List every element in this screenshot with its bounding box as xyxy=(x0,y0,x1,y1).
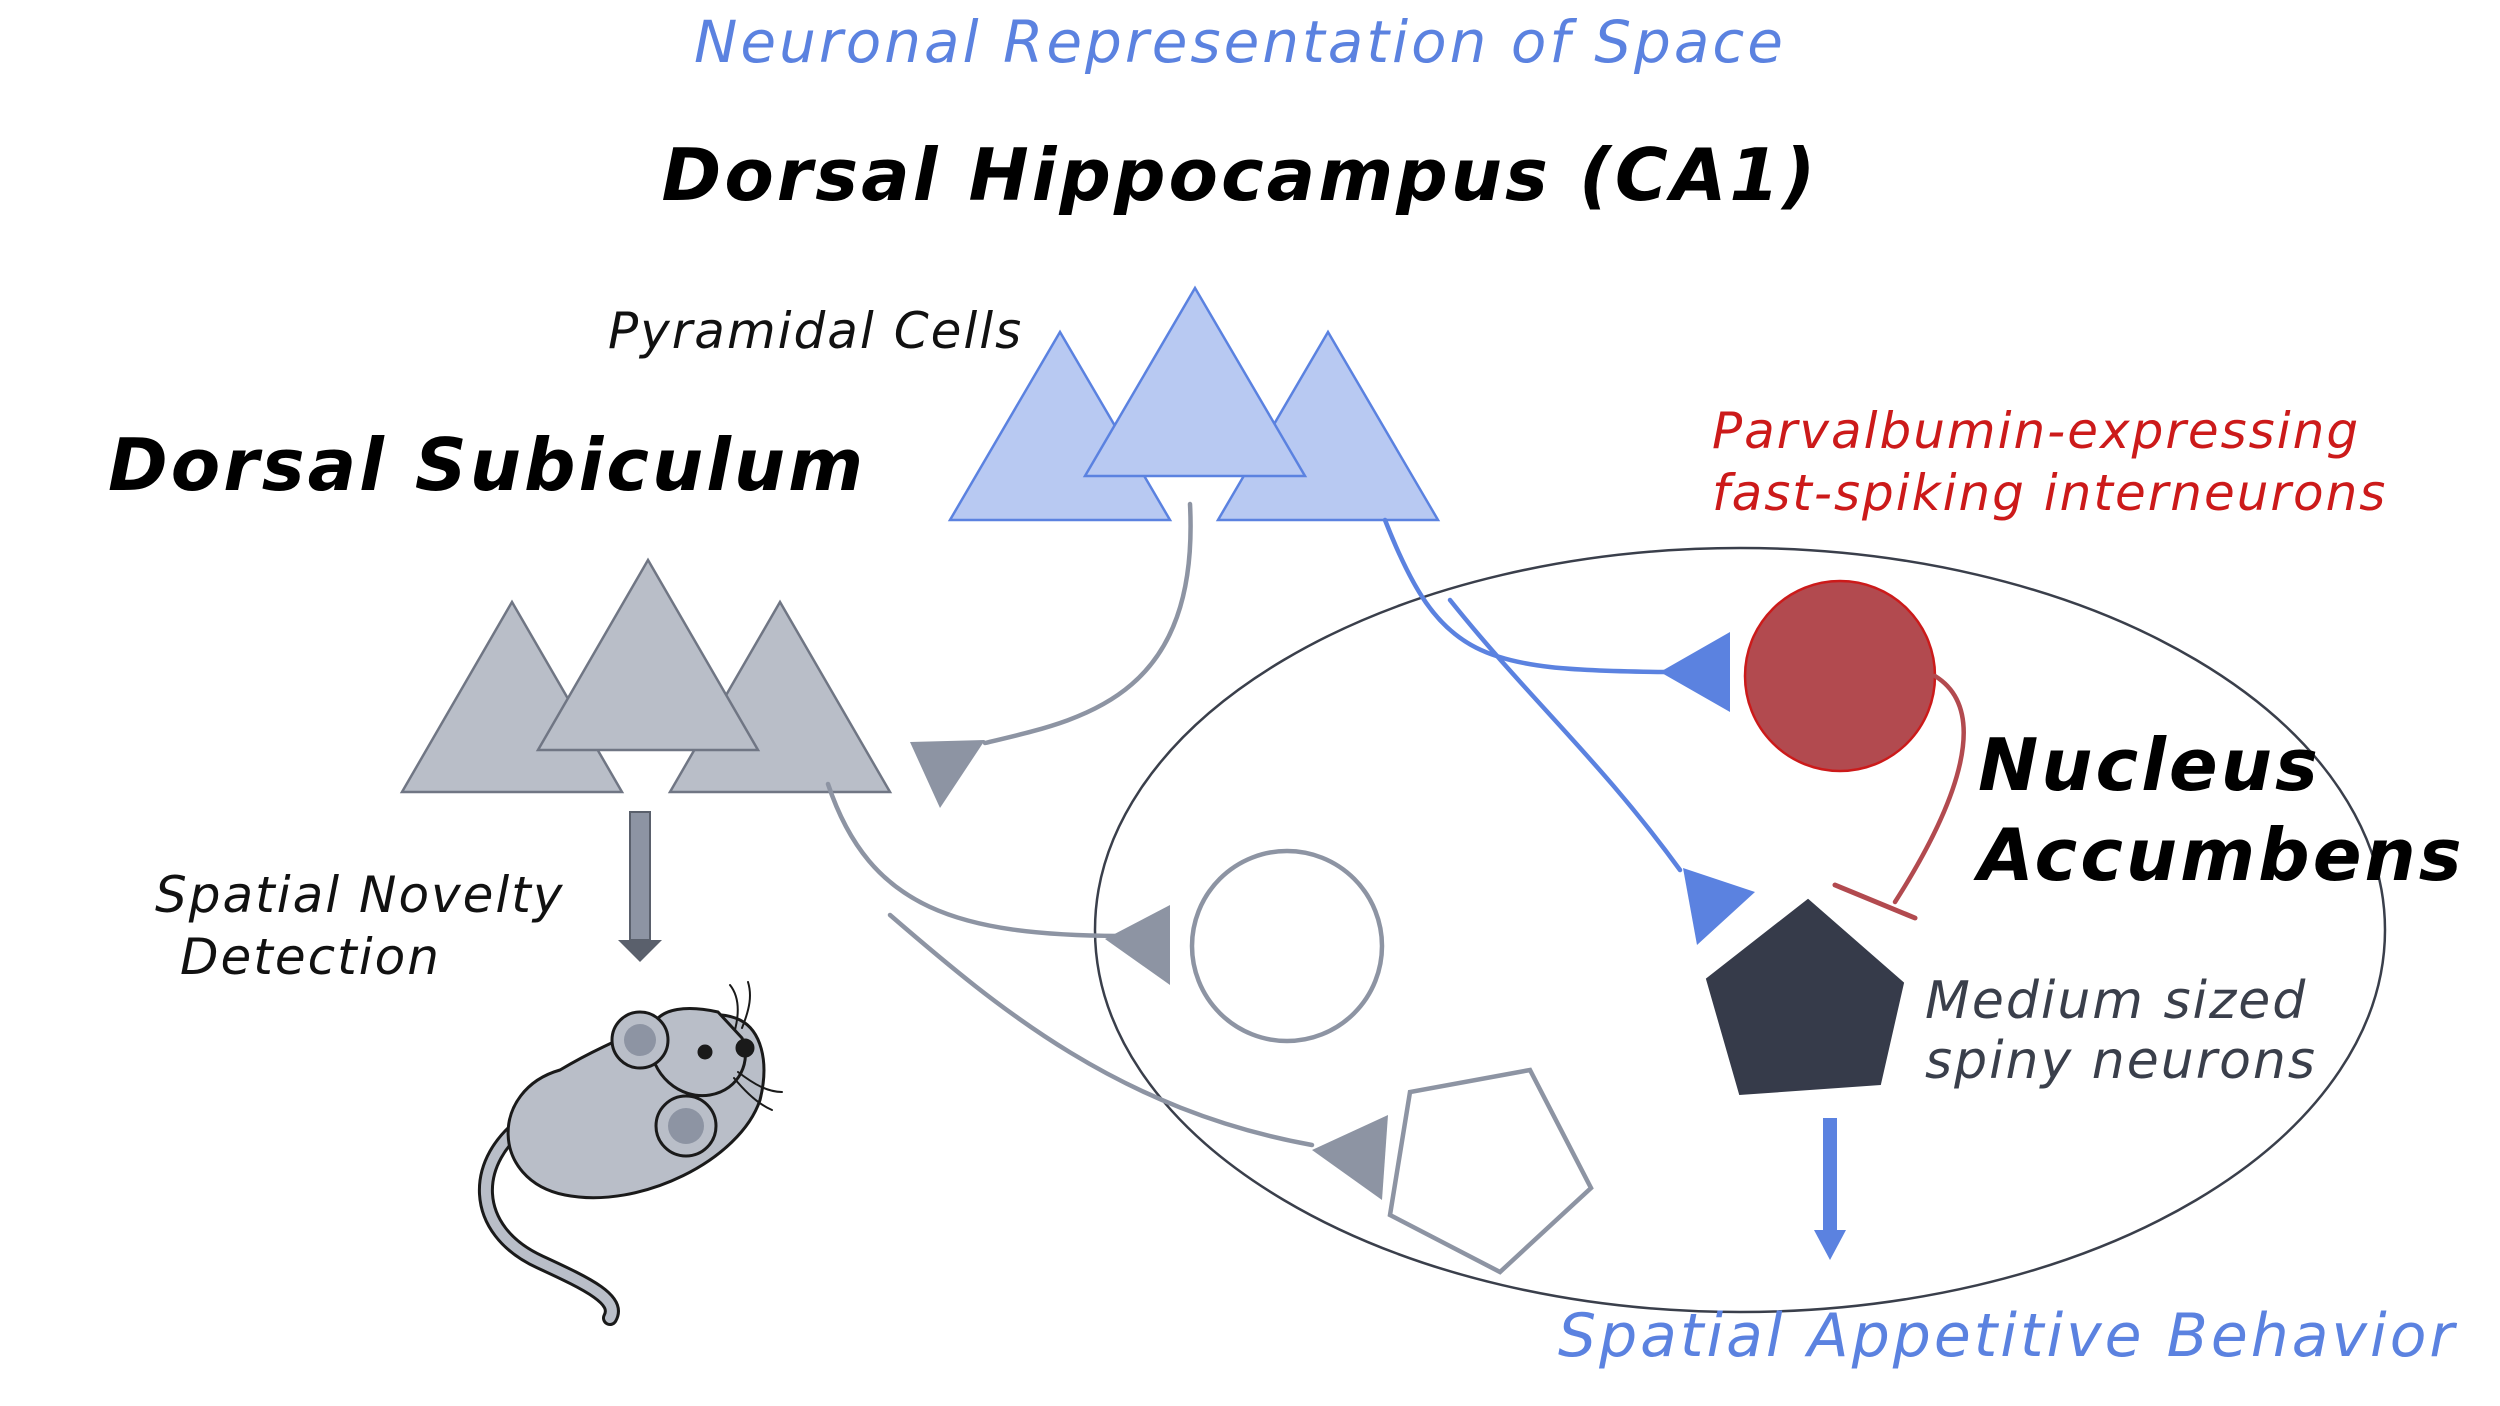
subiculum-synapse-terminal xyxy=(910,740,985,808)
novelty-label-line1: Spatial Novelty xyxy=(155,866,564,924)
mouse-ear-back-inner xyxy=(624,1024,656,1056)
mouse-whisker-4 xyxy=(733,1077,773,1111)
msn-label-line1: Medium sized xyxy=(1925,971,2307,1031)
behavior-arrow-shaft xyxy=(1823,1118,1837,1230)
diagram-title: Neuronal Representation of Space xyxy=(694,8,1786,76)
mouse-nose xyxy=(735,1038,755,1058)
behavior-arrow-head xyxy=(1814,1230,1846,1260)
pv-label-line2: fast-spiking interneurons xyxy=(1712,464,2387,522)
msn-label-line2: spiny neurons xyxy=(1925,1031,2317,1091)
msn-synapse-terminal xyxy=(1683,868,1755,945)
appetitive-behavior-label: Spatial Appetitive Behavior xyxy=(1558,1301,2457,1371)
subiculum-to-pentagon-neuron-axon xyxy=(887,912,1315,1148)
pv-synapse-terminal xyxy=(1660,632,1730,712)
mouse-ear-front-inner xyxy=(668,1108,704,1144)
mouse-whiskers xyxy=(729,981,783,1111)
medium-spiny-neuron xyxy=(1705,898,1905,1096)
accumbens-heading-line2: Accumbens xyxy=(1973,813,2465,897)
nucleus-accumbens-region xyxy=(1093,546,2387,1314)
pyramidal-cells-label: Pyramidal Cells xyxy=(608,302,1023,360)
mouse-whisker-1 xyxy=(729,984,739,1031)
blue-synapse-terminals xyxy=(1660,632,1755,945)
mouse-icon xyxy=(477,981,783,1326)
novelty-arrow-shaft xyxy=(629,811,651,941)
mouse-tail-fill xyxy=(480,1115,617,1323)
hippocampus-pyramidal-cells xyxy=(947,285,1441,522)
mouse-whisker-3 xyxy=(737,1071,783,1093)
hippocampus-to-msn-axon xyxy=(1447,597,1683,873)
novelty-arrow-head xyxy=(618,940,662,962)
inhibitory-synapse-bar xyxy=(1832,882,1918,921)
pv-interneuron xyxy=(1743,579,1937,773)
accumbens-heading-line1: Nucleus xyxy=(1978,723,2321,807)
subiculum-heading: Dorsal Subiculum xyxy=(108,423,866,507)
accumbens-pentagon-neuron xyxy=(1387,1067,1594,1275)
gray-projections xyxy=(825,501,1315,1148)
gray-synapse-terminals xyxy=(910,740,1388,1200)
subiculum-to-circle-neuron-axon xyxy=(825,781,1123,939)
pentagon-neuron-synapse-terminal xyxy=(1312,1115,1388,1200)
subiculum-cell-center xyxy=(535,557,761,752)
mouse-whisker-2 xyxy=(741,981,751,1029)
pyramidal-cell-center xyxy=(1082,285,1308,478)
blue-projections xyxy=(1382,517,1683,873)
novelty-label-line2: Detection xyxy=(180,928,441,986)
circle-neuron-synapse-terminal xyxy=(1105,905,1170,985)
mouse-eye xyxy=(697,1044,713,1060)
pv-label-line1: Parvalbumin-expressing xyxy=(1712,402,2360,460)
pv-inhibitory-axon xyxy=(1892,673,1966,905)
subiculum-pyramidal-cells xyxy=(399,557,893,794)
hippocampus-to-subiculum-axon xyxy=(982,501,1193,746)
hippocampus-to-pv-axon xyxy=(1382,517,1668,675)
hippocampus-heading: Dorsal Hippocampus (CA1) xyxy=(662,133,1819,217)
accumbens-circle-neuron xyxy=(1189,848,1385,1044)
